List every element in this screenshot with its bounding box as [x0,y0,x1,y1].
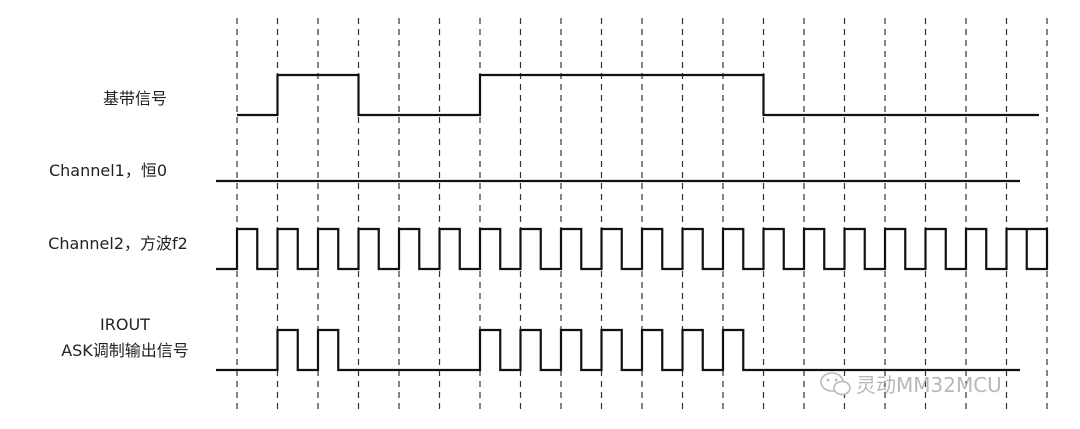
label-baseband: 基带信号 [103,89,167,108]
baseband-signal-waveform [237,73,1039,117]
watermark-text: 灵动MM32MCU [856,373,1002,397]
wechat-icon [820,372,851,396]
channel2-square-waveform [216,227,1049,271]
label-irout: IROUT [100,315,150,334]
irout-ask-waveform [216,328,1020,372]
watermark: 灵动MM32MCU [820,372,1002,397]
label-ask-output: ASK调制输出信号 [61,341,189,360]
label-channel2: Channel2，方波f2 [48,234,188,253]
label-channel1: Channel1，恒0 [49,161,167,180]
